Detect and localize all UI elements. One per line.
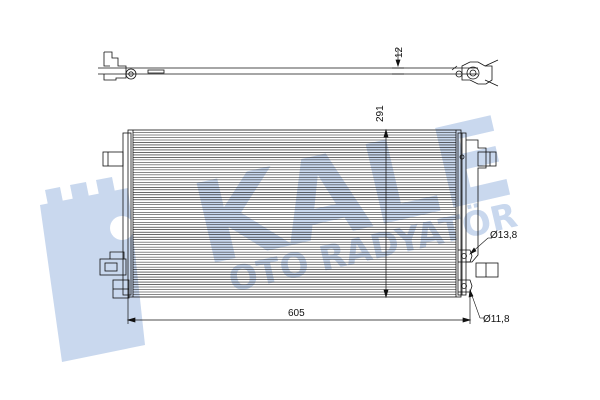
dimension-top-thickness (392, 48, 404, 75)
condenser-core-outline (127, 129, 462, 298)
right-upper-mount (477, 151, 497, 167)
top-view-slot (147, 69, 165, 74)
top-view-left-bracket (103, 51, 127, 81)
top-view-right-bracket (461, 61, 493, 85)
condenser-fins (133, 132, 456, 295)
condenser-front-view (99, 129, 499, 299)
watermark-logo-mark (40, 177, 145, 362)
top-view (98, 51, 499, 87)
left-header-tank (122, 132, 132, 296)
dimension-top-thickness-label: 12 (394, 46, 405, 58)
top-view-right-fitting (466, 66, 480, 80)
receiver-dryer (466, 139, 487, 263)
dimension-height-label: 291 (375, 105, 386, 122)
top-view-left-fitting (125, 68, 137, 80)
right-lower-mount (475, 262, 499, 278)
callout-inlet-diameter-leader (469, 237, 492, 255)
inlet-fitting (458, 249, 473, 263)
left-lower-mount (99, 258, 127, 276)
outlet-fitting (458, 279, 473, 293)
dimension-height (383, 128, 389, 299)
top-view-left-flange (103, 52, 110, 67)
callout-outlet-diameter-leader (468, 289, 485, 319)
callout-inlet-diameter: Ø13,8 (490, 230, 518, 241)
callout-outlet-diameter: Ø11,8 (483, 314, 510, 325)
left-upper-mount (102, 151, 124, 167)
dimension-width (126, 297, 472, 324)
dimension-width-label: 605 (288, 308, 305, 319)
